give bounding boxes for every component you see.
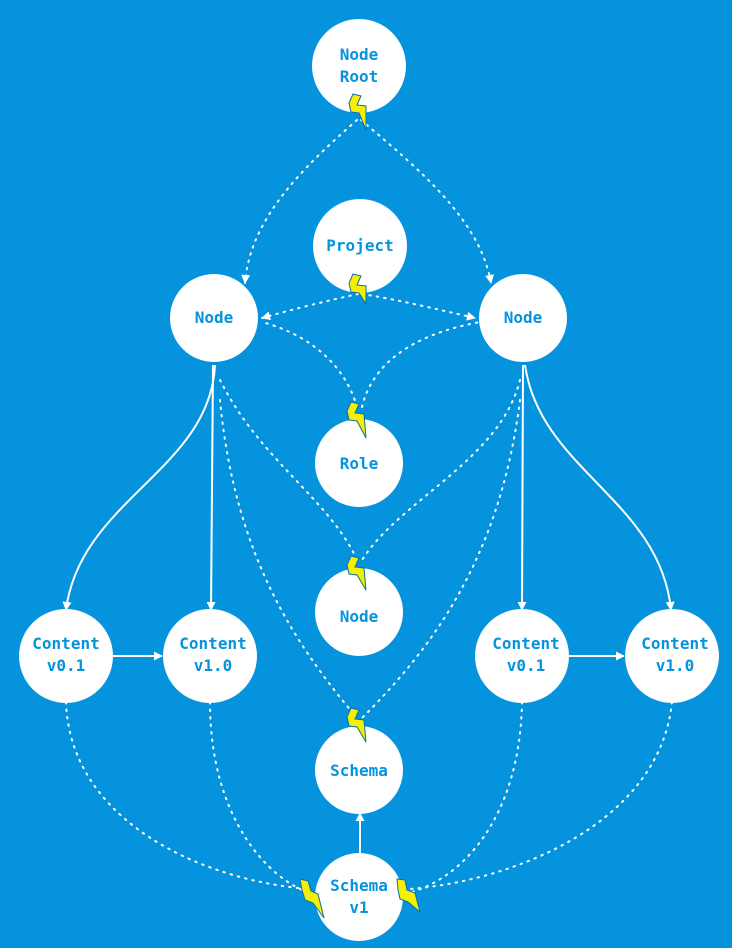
lightning-bolt-icon <box>396 878 421 914</box>
content-l01-label-line1: Content <box>32 634 99 653</box>
node-project[interactable]: Project <box>313 199 407 293</box>
edge-project-to-node-right <box>361 293 476 321</box>
lightning-bolt-icon <box>299 878 325 919</box>
content-r01-label-line1: Content <box>492 634 559 653</box>
node-content-r10[interactable]: Content v1.0 <box>625 609 719 703</box>
node-center-label: Node <box>340 607 379 626</box>
edge-node-left-to-content-l10 <box>206 364 216 611</box>
node-schema-v1[interactable]: Schema v1 <box>315 853 403 941</box>
node-left-label: Node <box>195 308 234 327</box>
node-left[interactable]: Node <box>170 274 258 362</box>
content-l10-label-line2: v1.0 <box>194 656 233 675</box>
dotted-edges <box>65 119 673 894</box>
edge-content-r01-to-schema-v1 <box>407 701 523 894</box>
lightning-bolt-icon <box>348 93 367 131</box>
edge-node-right-to-schema <box>361 399 521 719</box>
lightning-bolt-icon <box>346 555 367 591</box>
content-l01-label-line2: v0.1 <box>47 656 86 675</box>
edge-role-to-node-right <box>361 321 481 408</box>
content-r10-label-line2: v1.0 <box>656 656 695 675</box>
edge-node-left-to-node-center <box>219 379 358 561</box>
schema-label: Schema <box>330 761 388 780</box>
content-r01-label-line2: v0.1 <box>507 656 546 675</box>
node-root-label-line2: Root <box>340 67 379 86</box>
edge-node-left-to-content-l01 <box>62 364 216 611</box>
lightning-bolt-icon <box>346 707 367 743</box>
node-content-l01[interactable]: Content v0.1 <box>19 609 113 703</box>
node-right[interactable]: Node <box>479 274 567 362</box>
lightning-bolt-icon <box>346 401 367 439</box>
edge-project-to-node-left <box>261 293 359 321</box>
schema-v1-label-line2: v1 <box>349 898 368 917</box>
edge-node-left-to-schema <box>219 399 358 719</box>
edge-content-r10-to-schema-v1 <box>409 701 673 890</box>
node-schema[interactable]: Schema <box>315 726 403 814</box>
schema-v1-label-line1: Schema <box>330 876 388 895</box>
node-root[interactable]: Node Root <box>312 19 406 113</box>
project-label: Project <box>326 236 393 255</box>
node-root-label-line1: Node <box>340 45 379 64</box>
solid-edges <box>62 364 675 855</box>
edge-content-l01-to-schema-v1 <box>65 701 309 890</box>
edge-node-right-to-content-r01 <box>517 364 527 611</box>
edge-node-right-to-content-r10 <box>524 364 675 611</box>
role-label: Role <box>340 454 379 473</box>
edge-root-to-node-left <box>241 119 358 284</box>
lightning-bolts <box>299 93 421 919</box>
lightning-bolt-icon <box>348 273 367 306</box>
content-r10-label-line1: Content <box>641 634 708 653</box>
node-content-r01[interactable]: Content v0.1 <box>475 609 569 703</box>
node-right-label: Node <box>504 308 543 327</box>
edge-node-right-to-node-center <box>361 379 521 561</box>
node-role[interactable]: Role <box>315 419 403 507</box>
node-center[interactable]: Node <box>315 568 403 656</box>
node-content-l10[interactable]: Content v1.0 <box>163 609 257 703</box>
content-l10-label-line1: Content <box>179 634 246 653</box>
edge-role-to-node-left <box>261 321 358 408</box>
edge-content-l10-to-schema-v1 <box>209 701 311 894</box>
edge-root-to-node-right <box>360 119 495 284</box>
